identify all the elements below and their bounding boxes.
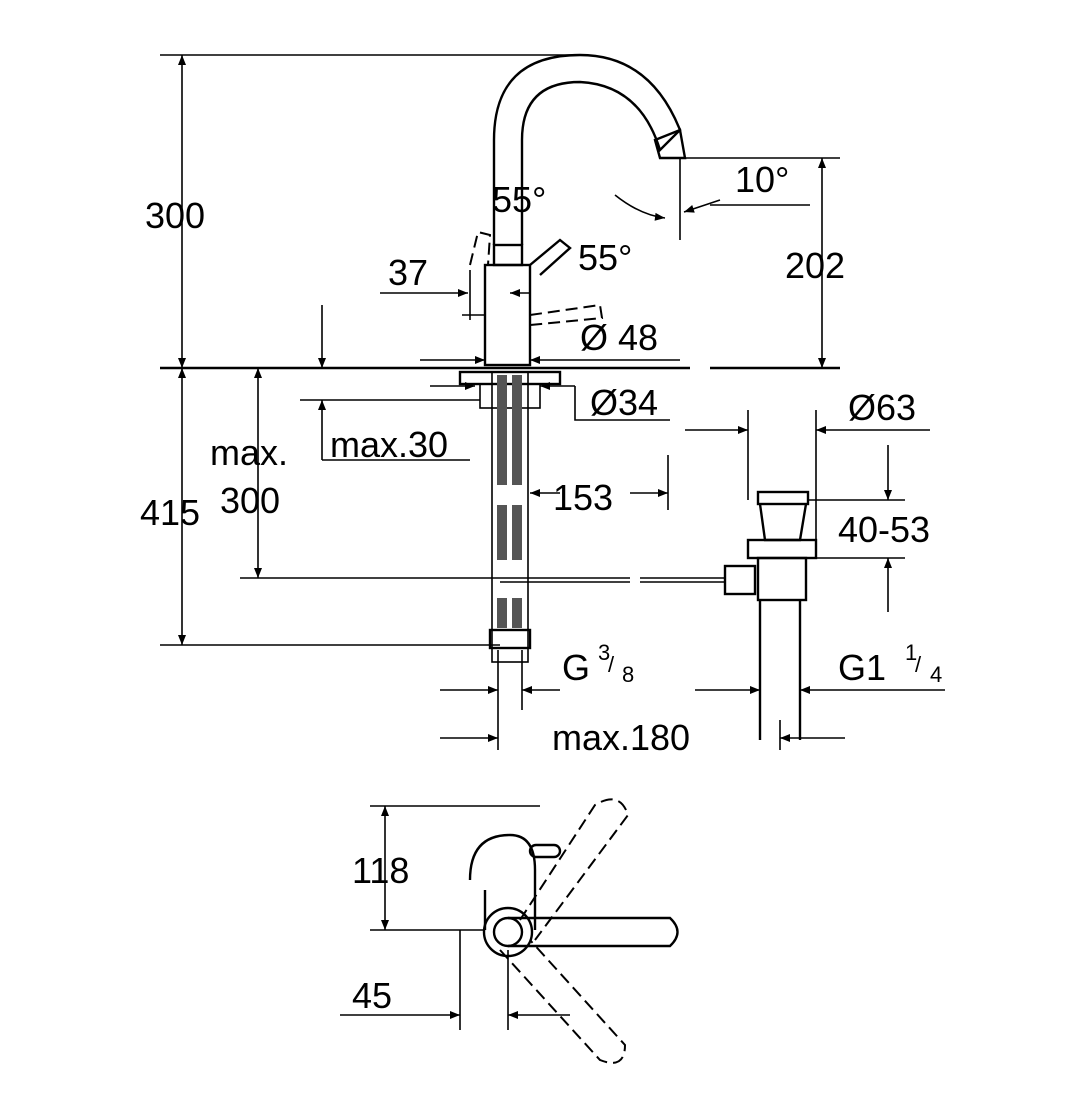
dim-spout-angle: 10° <box>735 159 789 200</box>
svg-text:4: 4 <box>930 662 942 687</box>
dimension-lines <box>160 54 945 750</box>
faucet-side-view <box>160 53 840 663</box>
dim-waste-diameter: Ø63 <box>848 387 916 428</box>
svg-text:G: G <box>562 647 590 688</box>
waste-assembly <box>500 490 818 740</box>
dim-max-thickness: max.30 <box>330 424 448 465</box>
dim-spout-height: 202 <box>785 245 845 286</box>
dim-below-deck: 415 <box>140 492 200 533</box>
dim-offset-153: 153 <box>553 477 613 518</box>
dim-hole-diameter: Ø34 <box>590 382 658 423</box>
dim-connection-g38: G 3 / 8 <box>562 640 634 688</box>
dim-hose-length: 300 <box>220 480 280 521</box>
svg-text:3: 3 <box>598 640 610 665</box>
dim-waste-range: 40-53 <box>838 509 930 550</box>
faucet-top-view <box>340 798 679 1064</box>
svg-text:1: 1 <box>905 640 917 665</box>
dim-top-view-offset: 45 <box>352 975 392 1016</box>
hoses <box>488 375 532 650</box>
dim-lever-angle-left: 55° <box>492 179 546 220</box>
dim-max-label: max. <box>210 432 288 473</box>
dim-lever-offset: 37 <box>388 252 428 293</box>
svg-text:8: 8 <box>622 662 634 687</box>
svg-text:/: / <box>915 652 922 677</box>
dim-connection-g114: G1 1 / 4 <box>838 640 942 688</box>
dim-body-diameter: Ø 48 <box>580 317 658 358</box>
dim-max-180: max.180 <box>552 717 690 758</box>
svg-text:G1: G1 <box>838 647 886 688</box>
dim-lever-angle-right: 55° <box>578 237 632 278</box>
svg-text:/: / <box>608 652 615 677</box>
dim-total-height: 300 <box>145 195 205 236</box>
dim-top-view-depth: 118 <box>352 850 409 891</box>
